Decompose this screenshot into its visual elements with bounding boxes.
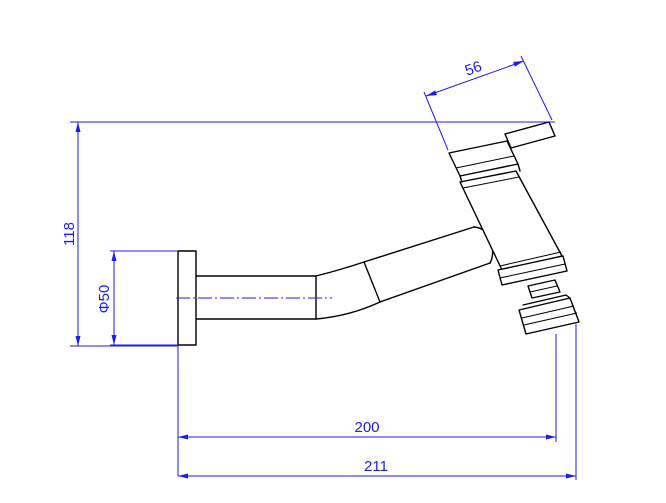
valve-body-line-1: [462, 176, 520, 189]
spout-pipe-joint: [363, 261, 381, 303]
faucet-body: [177, 121, 580, 346]
spout-pipe-angled: [363, 226, 491, 303]
dimension-200: 200: [177, 334, 557, 476]
dimension-diameter-50: Φ50: [96, 250, 178, 346]
valve-body-line-2: [499, 251, 562, 267]
dimension-211: 211: [178, 324, 577, 480]
valve-top-collar: [448, 140, 519, 177]
dimension-56-label: 56: [463, 58, 484, 80]
dimension-211-label: 211: [364, 458, 388, 475]
dimension-118-label: 118: [61, 222, 78, 246]
valve-bottom-line: [499, 263, 566, 279]
lever-handle: [504, 121, 556, 149]
dimension-diameter-50-label: Φ50: [96, 285, 113, 314]
dimension-118: 118: [61, 121, 555, 347]
valve-collar-line: [455, 155, 515, 169]
dimension-56: 56: [423, 55, 553, 151]
aerator-neck-line: [529, 285, 558, 293]
aerator: [518, 297, 580, 335]
aerator-top-bevel: [522, 294, 571, 306]
spout-pipe-bend: [315, 261, 381, 320]
valve-collar-neck: [459, 163, 521, 183]
aerator-ring-1: [521, 305, 575, 319]
aerator-ring-2: [523, 312, 578, 326]
dimension-200-label: 200: [354, 419, 379, 436]
